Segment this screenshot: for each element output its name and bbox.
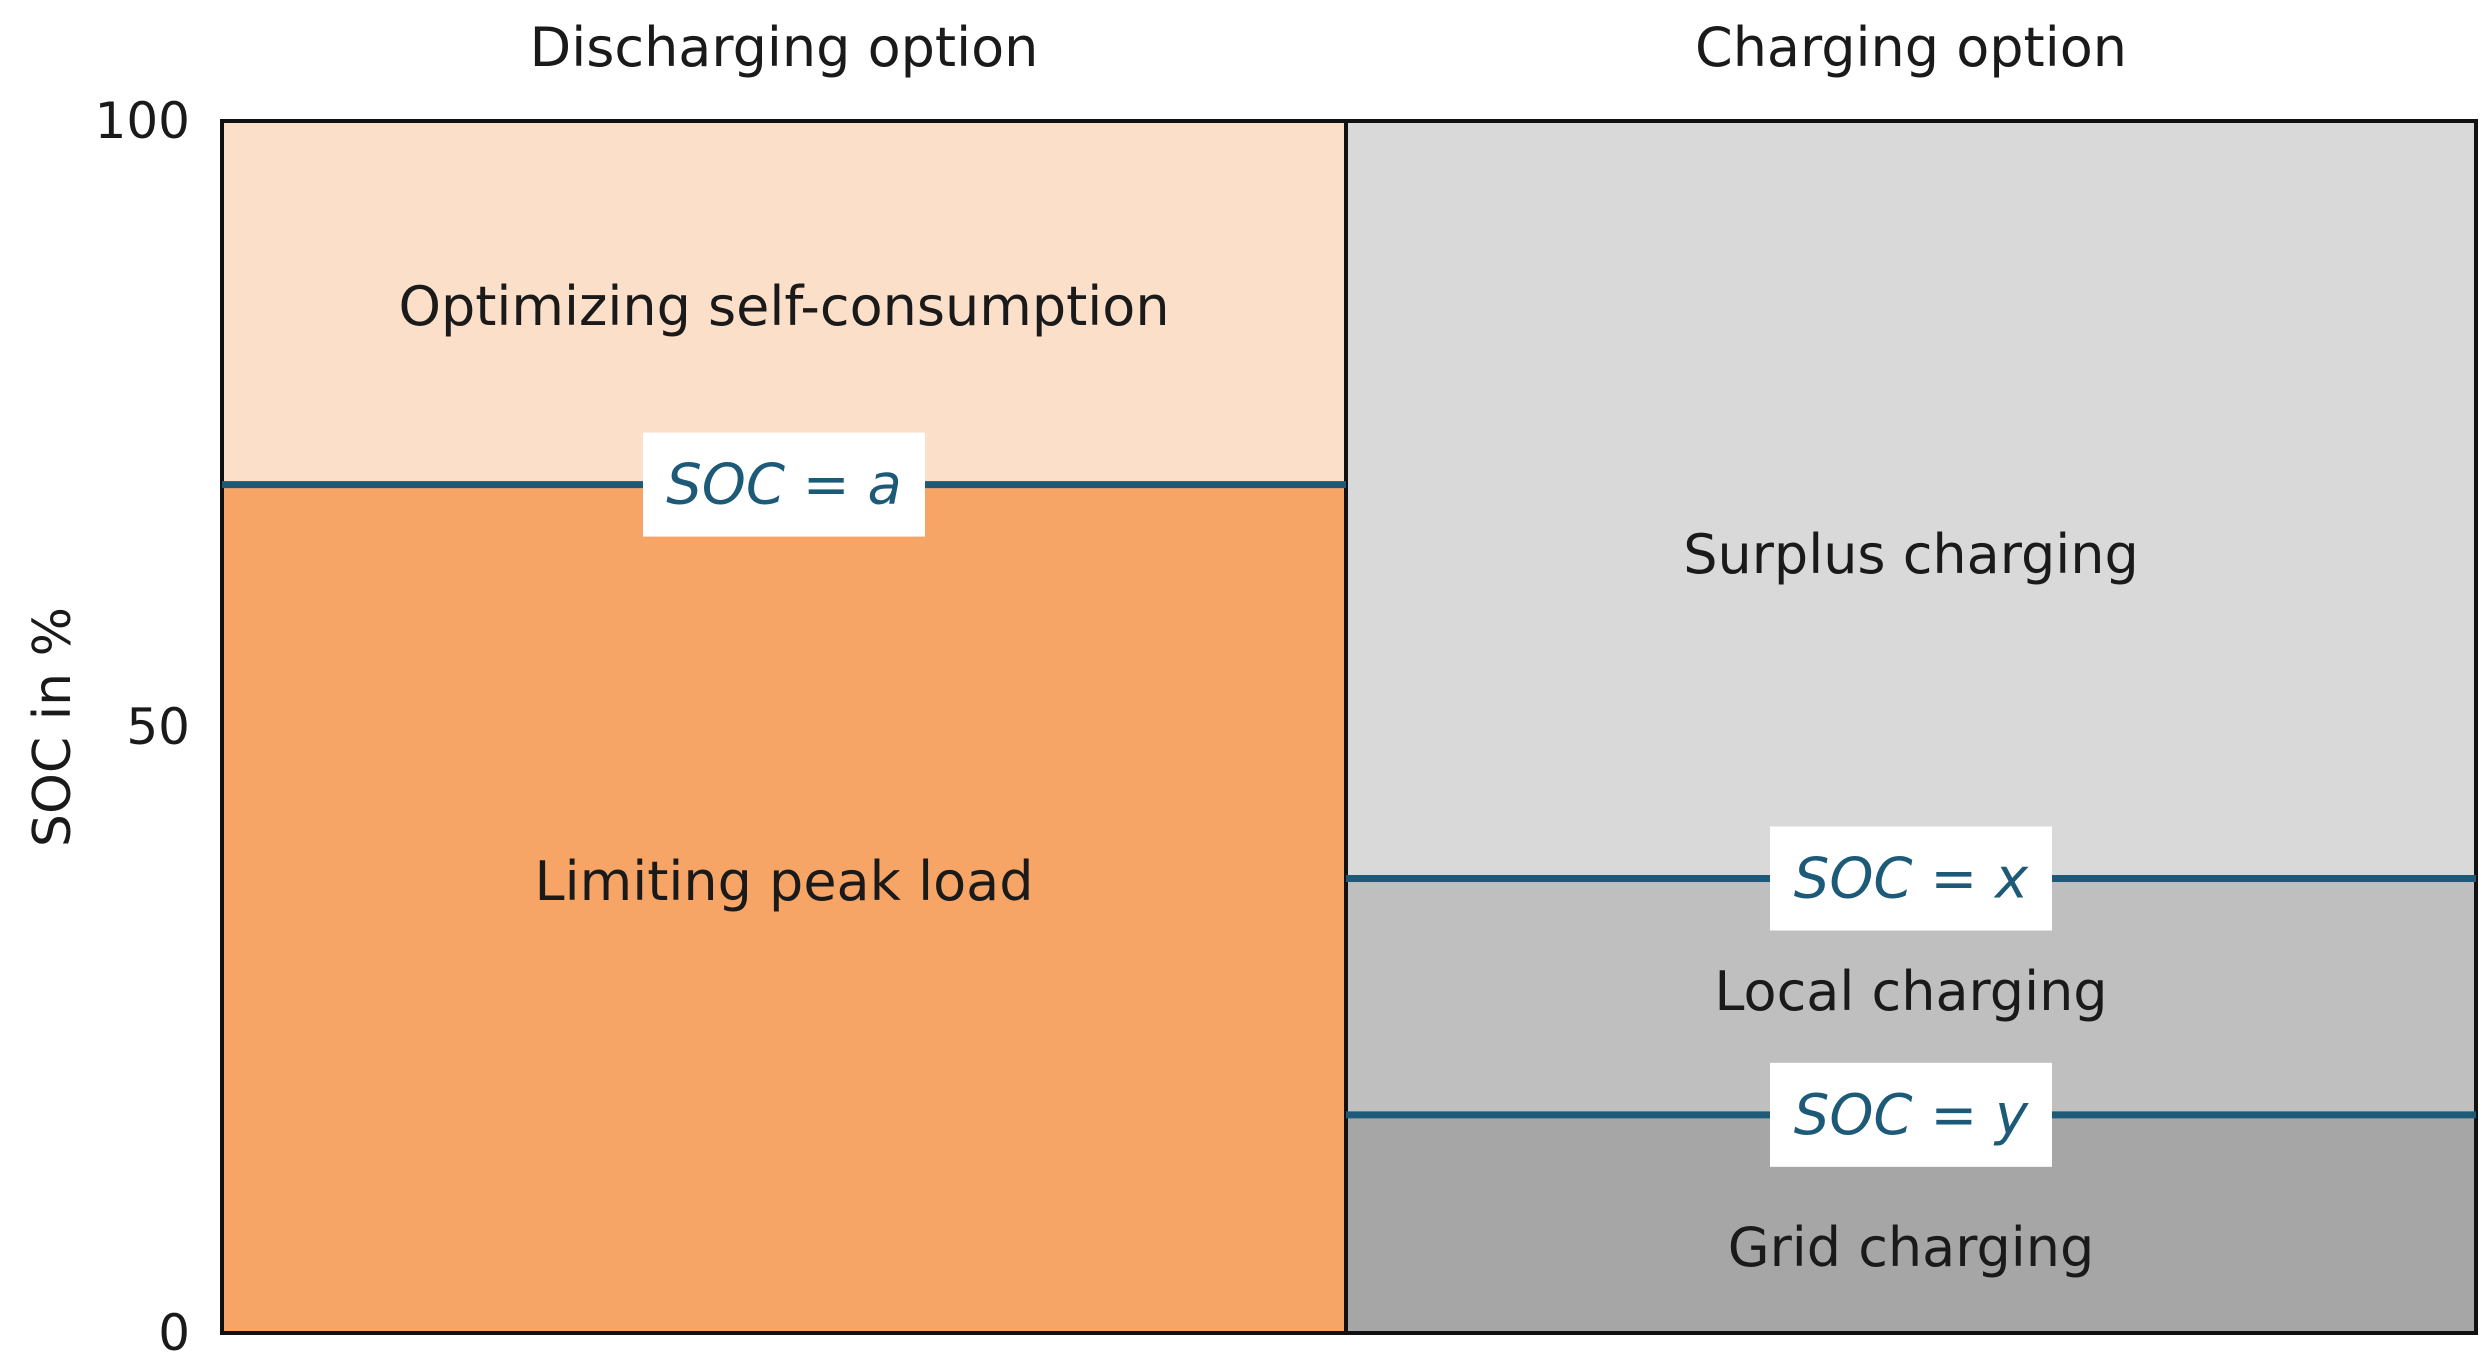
region-peak-load bbox=[222, 484, 1346, 1334]
threshold-box-a bbox=[643, 432, 925, 537]
label-self-consumption: Optimizing self-consumption bbox=[398, 275, 1169, 338]
y-tick-50: 50 bbox=[126, 698, 190, 756]
threshold-label-x: SOC = x bbox=[1794, 847, 2029, 912]
label-surplus: Surplus charging bbox=[1683, 523, 2139, 586]
label-local: Local charging bbox=[1714, 960, 2107, 1023]
y-tick-0: 0 bbox=[158, 1304, 190, 1362]
y-axis-label: SOC in % bbox=[23, 607, 83, 847]
discharging-header: Discharging option bbox=[530, 16, 1039, 79]
label-grid: Grid charging bbox=[1728, 1216, 2095, 1279]
label-peak-load: Limiting peak load bbox=[535, 850, 1034, 913]
threshold-box-y bbox=[1770, 1062, 2052, 1167]
discharging-column: Optimizing self-consumption Limiting pea… bbox=[222, 121, 1346, 1334]
threshold-label-y: SOC = y bbox=[1794, 1083, 2029, 1148]
threshold-label-a: SOC = a bbox=[666, 453, 902, 518]
threshold-box-x bbox=[1770, 826, 2052, 931]
charging-header: Charging option bbox=[1695, 16, 2127, 79]
region-surplus bbox=[1346, 121, 2476, 879]
region-self-consumption bbox=[222, 121, 1346, 485]
plot-frame bbox=[220, 119, 2478, 1335]
y-tick-100: 100 bbox=[95, 92, 190, 150]
